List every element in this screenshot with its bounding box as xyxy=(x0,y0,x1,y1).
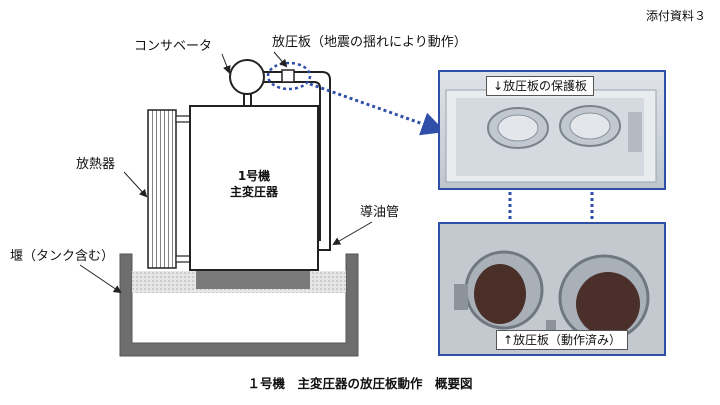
conservator xyxy=(229,59,265,95)
figure-caption: １号機 主変圧器の放圧板動作 概要図 xyxy=(247,376,473,391)
transformer-label-line1: 1号機 xyxy=(237,169,271,183)
pressure-relief-plate xyxy=(281,69,295,83)
protective-cover-label: ↓放圧板の保護板 xyxy=(486,76,595,97)
conservator-label: コンサベータ xyxy=(134,39,213,54)
foundation xyxy=(196,271,310,289)
pressure-relief-plate-label: 放圧板（地震の揺れにより動作） xyxy=(272,35,467,50)
attachment-number: 添付資料３ xyxy=(645,9,706,23)
radiator-label: 放熱器 xyxy=(76,157,116,172)
transformer-label-line2: 主変圧器 xyxy=(229,185,278,199)
dike-label: 堰（タンク含む） xyxy=(10,249,115,264)
protective-cover-image xyxy=(445,89,657,183)
oil-pipe-label: 導油管 xyxy=(360,205,400,220)
operated-plates-label: ↑放圧板（動作済み） xyxy=(496,330,629,351)
oil-pipe xyxy=(264,71,331,251)
transformer-body xyxy=(189,105,319,271)
relief-plate-highlight xyxy=(266,61,312,91)
radiator xyxy=(147,109,177,269)
